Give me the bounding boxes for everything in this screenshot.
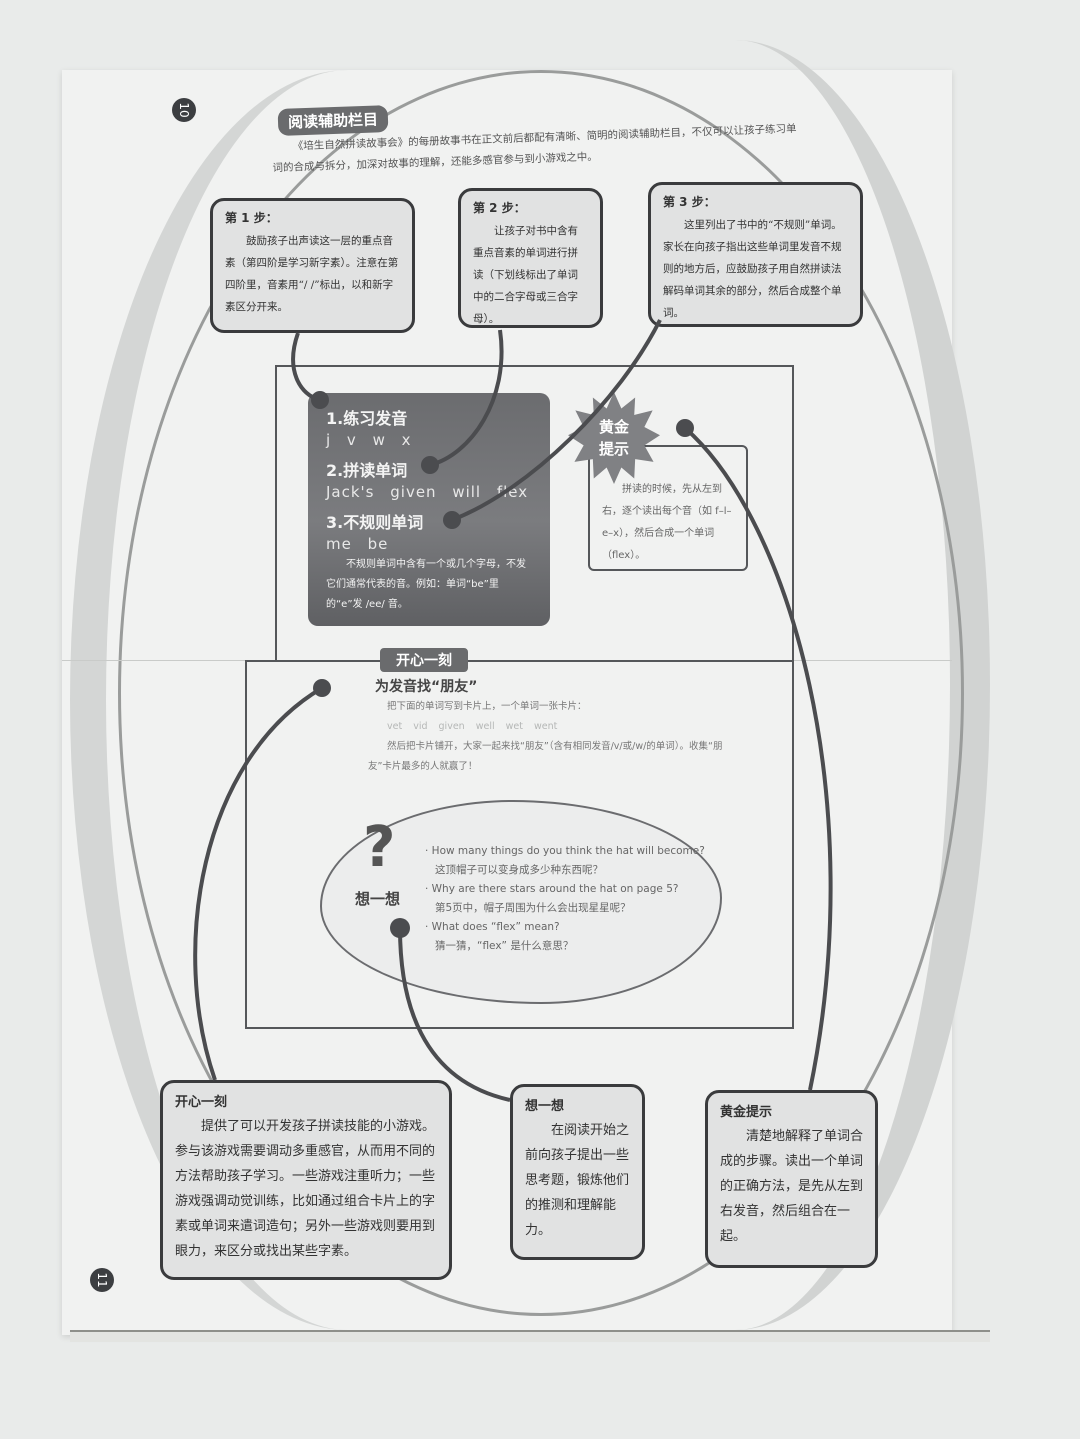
irregular-heading: 3.不规则单词 [326,513,424,532]
step-3-box: 第 3 步： 这里列出了书中的“不规则”单词。家长在向孩子指出这些单词里发音不规… [648,182,863,327]
fun-moment-title: 为发音找“朋友” [375,679,478,695]
think-explanation-body: 在阅读开始之前向孩子提出一些思考题，锻炼他们的推测和理解能力。 [525,1123,630,1238]
golden-tip-badge-line1: 黄金 [598,418,629,436]
fun-moment-tag: 开心一刻 [380,648,468,672]
step-2-title: 第 2 步： [473,201,526,215]
fun-moment-body: 把下面的单词写到卡片上，一个单词一张卡片： vet vid given well… [368,697,728,777]
think-explanation-box: 想一想 在阅读开始之前向孩子提出一些思考题，锻炼他们的推测和理解能力。 [510,1084,645,1260]
sample-frame-bottom [245,660,794,1029]
golden-tip-explanation-box: 黄金提示 清楚地解释了单词合成的步骤。读出一个单词的正确方法，是先从左到右发音，… [705,1090,878,1268]
question-2-en: · Why are there stars around the hat on … [425,883,679,895]
fun-moment-explanation-body: 提供了可以开发孩子拼读技能的小游戏。参与该游戏需要调动多重感官，从而用不同的方法… [175,1119,436,1259]
think-questions: · How many things do you think the hat w… [425,842,715,956]
question-2-cn: 第5页中，帽子周围为什么会出现星星呢？ [435,902,631,914]
fun-moment-explanation-box: 开心一刻 提供了可以开发孩子拼读技能的小游戏。参与该游戏需要调动多重感官，从而用… [160,1080,452,1280]
fun-moment-rules: 然后把卡片铺开，大家一起来找“朋友”（含有相同发音/v/或/w/的单词）。收集“… [368,741,723,772]
blend-words: Jack's given will flex [326,483,529,501]
think-label: 想一想 [355,890,401,908]
fun-moment-instruction: 把下面的单词写到卡片上，一个单词一张卡片： [387,701,587,712]
decorative-oval [118,70,964,1316]
question-3-en: · What does “flex” mean? [425,921,560,933]
fun-moment-words: vet vid given well wet went [387,721,558,732]
step-3-body: 这里列出了书中的“不规则”单词。家长在向孩子指出这些单词里发音不规则的地方后，应… [663,219,842,319]
question-mark-icon: ? [363,815,396,880]
practice-heading: 1.练习发音 [326,409,408,428]
step-3-title: 第 3 步： [663,195,716,209]
fun-moment-explanation-title: 开心一刻 [175,1095,228,1110]
golden-tip-badge-line2: 提示 [598,440,629,458]
step-1-body: 鼓励孩子出声读这一层的重点音素（第四阶是学习新字素）。注意在第四阶里，音素用“/… [225,235,399,313]
irregular-note: 不规则单词中含有一个或几个字母，不发它们通常代表的音。例如：单词“be”里的“e… [326,559,526,610]
think-cloud [320,800,722,1004]
step-1-title: 第 1 步： [225,211,278,225]
step-2-body: 让孩子对书中含有重点音素的单词进行拼读（下划线标出了单词中的二合字母或三合字母）… [473,225,578,325]
blend-heading: 2.拼读单词 [326,461,408,480]
page-edge [70,1330,990,1342]
step-2-box: 第 2 步： 让孩子对书中含有重点音素的单词进行拼读（下划线标出了单词中的二合字… [458,188,603,328]
sample-frame-top [275,365,794,662]
golden-tip-explanation-title: 黄金提示 [720,1105,773,1120]
irregular-words: me be [326,535,389,553]
sample-phonics-card: 1.练习发音 j v w x 2.拼读单词 Jack's given will … [308,393,550,626]
question-1-cn: 这顶帽子可以变身成多少种东西呢？ [435,864,603,876]
golden-tip-explanation-body: 清楚地解释了单词合成的步骤。读出一个单词的正确方法，是先从左到右发音，然后组合在… [720,1129,864,1244]
practice-letters: j v w x [326,431,412,449]
think-explanation-title: 想一想 [525,1099,565,1114]
question-1-en: · How many things do you think the hat w… [425,845,705,857]
step-1-box: 第 1 步： 鼓励孩子出声读这一层的重点音素（第四阶是学习新字素）。注意在第四阶… [210,198,415,333]
question-3-cn: 猜一猜，“flex” 是什么意思？ [435,940,574,952]
